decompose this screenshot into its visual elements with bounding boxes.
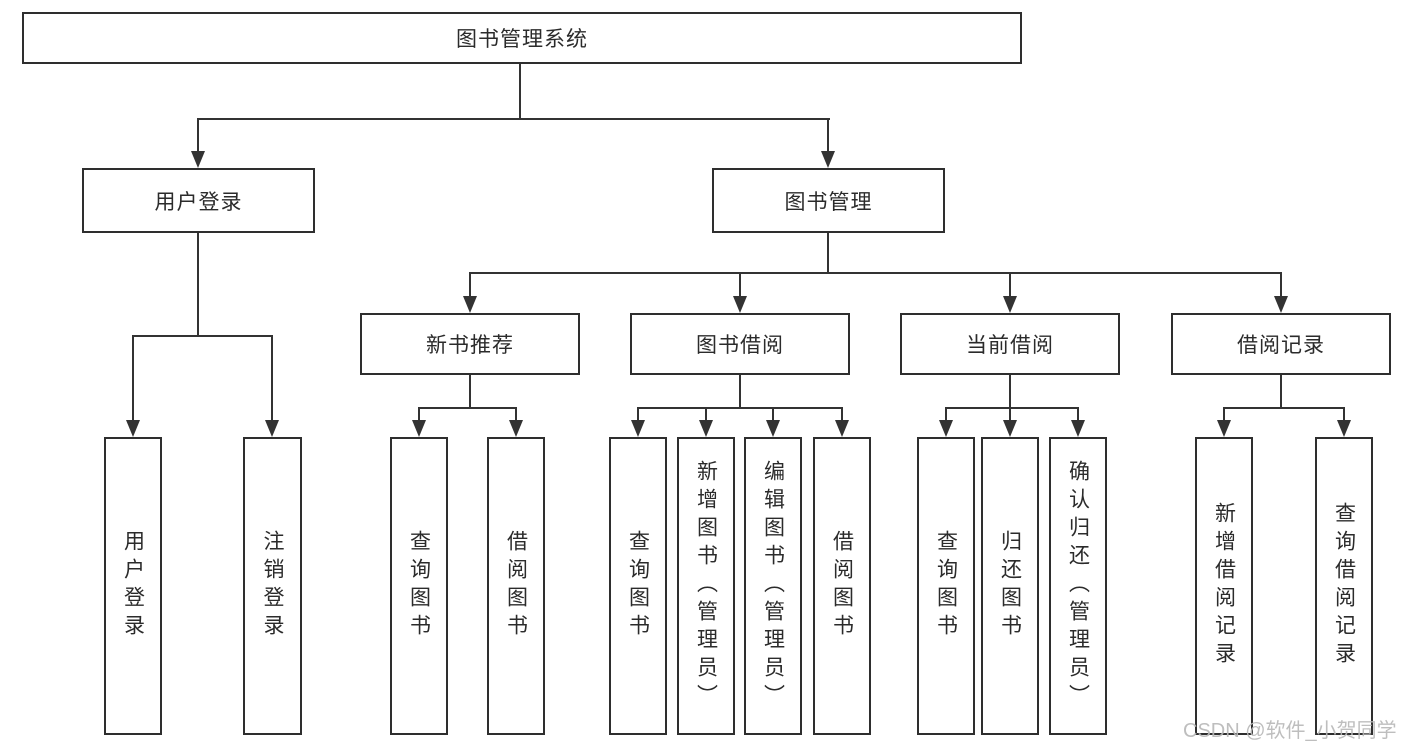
connector-to-recommend-leaf2 <box>515 407 517 420</box>
arrowhead-to-current-leaf2 <box>1003 420 1017 437</box>
connector-to-recommend-leaf1 <box>418 407 420 420</box>
leaf-records-query-record-label: 查询借阅记录 <box>1332 502 1356 670</box>
connector-recommend-hline <box>418 407 517 409</box>
node-current-borrow-label: 当前借阅 <box>966 334 1054 357</box>
leaf-records-query-record: 查询借阅记录 <box>1315 437 1373 735</box>
arrowhead-to-recommend-leaf2 <box>509 420 523 437</box>
connector-to-borrow <box>739 272 741 296</box>
connector-to-book-management <box>827 118 829 151</box>
leaf-user-login: 用户登录 <box>104 437 162 735</box>
leaf-logout: 注销登录 <box>243 437 302 735</box>
node-borrow-records-label: 借阅记录 <box>1237 334 1325 357</box>
leaf-borrow-query-book-label: 查询图书 <box>626 530 650 642</box>
leaf-borrow-borrow-book: 借阅图书 <box>813 437 871 735</box>
arrowhead-to-records <box>1274 296 1288 313</box>
node-root-label: 图书管理系统 <box>456 28 588 51</box>
connector-to-borrow-leaf1 <box>637 407 639 420</box>
connector-level1-hline <box>197 118 830 120</box>
connector-login-stem <box>197 233 199 335</box>
node-book-borrow: 图书借阅 <box>630 313 850 375</box>
csdn-watermark: CSDN @软件_小贺同学 <box>1183 720 1397 742</box>
leaf-current-query-book-label: 查询图书 <box>934 530 958 642</box>
leaf-recommend-query-book: 查询图书 <box>390 437 448 735</box>
leaf-borrow-edit-book-label: 编辑图书（管理员） <box>761 460 785 712</box>
leaf-borrow-edit-book: 编辑图书（管理员） <box>744 437 802 735</box>
leaf-user-login-label: 用户登录 <box>121 530 145 642</box>
arrowhead-to-records-leaf1 <box>1217 420 1231 437</box>
leaf-borrow-query-book: 查询图书 <box>609 437 667 735</box>
node-root: 图书管理系统 <box>22 12 1022 64</box>
arrowhead-to-borrow <box>733 296 747 313</box>
node-current-borrow: 当前借阅 <box>900 313 1120 375</box>
connector-records-hline <box>1223 407 1345 409</box>
connector-to-user-login <box>197 118 199 151</box>
connector-to-current <box>1009 272 1011 296</box>
leaf-records-add-record: 新增借阅记录 <box>1195 437 1253 735</box>
arrowhead-to-records-leaf2 <box>1337 420 1351 437</box>
arrowhead-to-borrow-leaf3 <box>766 420 780 437</box>
connector-borrow-hline <box>637 407 843 409</box>
connector-to-current-leaf3 <box>1077 407 1079 420</box>
connector-root-stem <box>519 64 521 118</box>
connector-to-recommend <box>469 272 471 296</box>
node-new-book-recommend-label: 新书推荐 <box>426 334 514 357</box>
leaf-current-return-book-label: 归还图书 <box>998 530 1022 642</box>
leaf-recommend-borrow-book: 借阅图书 <box>487 437 545 735</box>
connector-to-records <box>1280 272 1282 296</box>
node-new-book-recommend: 新书推荐 <box>360 313 580 375</box>
leaf-current-confirm-return: 确认归还（管理员） <box>1049 437 1107 735</box>
arrowhead-to-current <box>1003 296 1017 313</box>
arrowhead-to-leaf-user-login <box>126 420 140 437</box>
node-book-management: 图书管理 <box>712 168 945 233</box>
arrowhead-to-borrow-leaf1 <box>631 420 645 437</box>
leaf-recommend-query-book-label: 查询图书 <box>407 530 431 642</box>
leaf-current-return-book: 归还图书 <box>981 437 1039 735</box>
arrowhead-to-recommend-leaf1 <box>412 420 426 437</box>
arrowhead-to-recommend <box>463 296 477 313</box>
connector-login-hline <box>132 335 273 337</box>
arrowhead-to-borrow-leaf4 <box>835 420 849 437</box>
connector-to-leaf-user-login <box>132 335 134 420</box>
connector-recommend-stem <box>469 375 471 409</box>
leaf-logout-label: 注销登录 <box>261 530 284 642</box>
node-user-login: 用户登录 <box>82 168 315 233</box>
connector-current-hline <box>945 407 1079 409</box>
arrowhead-to-borrow-leaf2 <box>699 420 713 437</box>
connector-to-borrow-leaf3 <box>772 407 774 420</box>
connector-to-current-leaf1 <box>945 407 947 420</box>
node-book-management-label: 图书管理 <box>784 190 873 214</box>
arrowhead-to-book-management <box>821 151 835 168</box>
connector-to-records-leaf1 <box>1223 407 1225 420</box>
connector-to-records-leaf2 <box>1343 407 1345 420</box>
connector-to-current-leaf2 <box>1009 407 1011 420</box>
connector-to-borrow-leaf4 <box>841 407 843 420</box>
connector-to-leaf-logout <box>271 335 273 420</box>
connector-management-stem <box>827 233 829 274</box>
arrowhead-to-current-leaf1 <box>939 420 953 437</box>
leaf-records-add-record-label: 新增借阅记录 <box>1212 502 1236 670</box>
leaf-recommend-borrow-book-label: 借阅图书 <box>504 530 528 642</box>
arrowhead-to-current-leaf3 <box>1071 420 1085 437</box>
leaf-current-query-book: 查询图书 <box>917 437 975 735</box>
leaf-borrow-borrow-book-label: 借阅图书 <box>830 530 854 642</box>
leaf-current-confirm-return-label: 确认归还（管理员） <box>1066 460 1090 712</box>
arrowhead-to-leaf-logout <box>265 420 279 437</box>
connector-current-stem <box>1009 375 1011 409</box>
node-user-login-label: 用户登录 <box>154 190 243 214</box>
connector-level3-hline <box>469 272 1282 274</box>
leaf-borrow-add-book: 新增图书（管理员） <box>677 437 735 735</box>
connector-borrow-stem <box>739 375 741 409</box>
leaf-borrow-add-book-label: 新增图书（管理员） <box>694 460 718 712</box>
node-borrow-records: 借阅记录 <box>1171 313 1391 375</box>
connector-to-borrow-leaf2 <box>705 407 707 420</box>
node-book-borrow-label: 图书借阅 <box>696 334 784 357</box>
arrowhead-to-user-login <box>191 151 205 168</box>
connector-records-stem <box>1280 375 1282 409</box>
